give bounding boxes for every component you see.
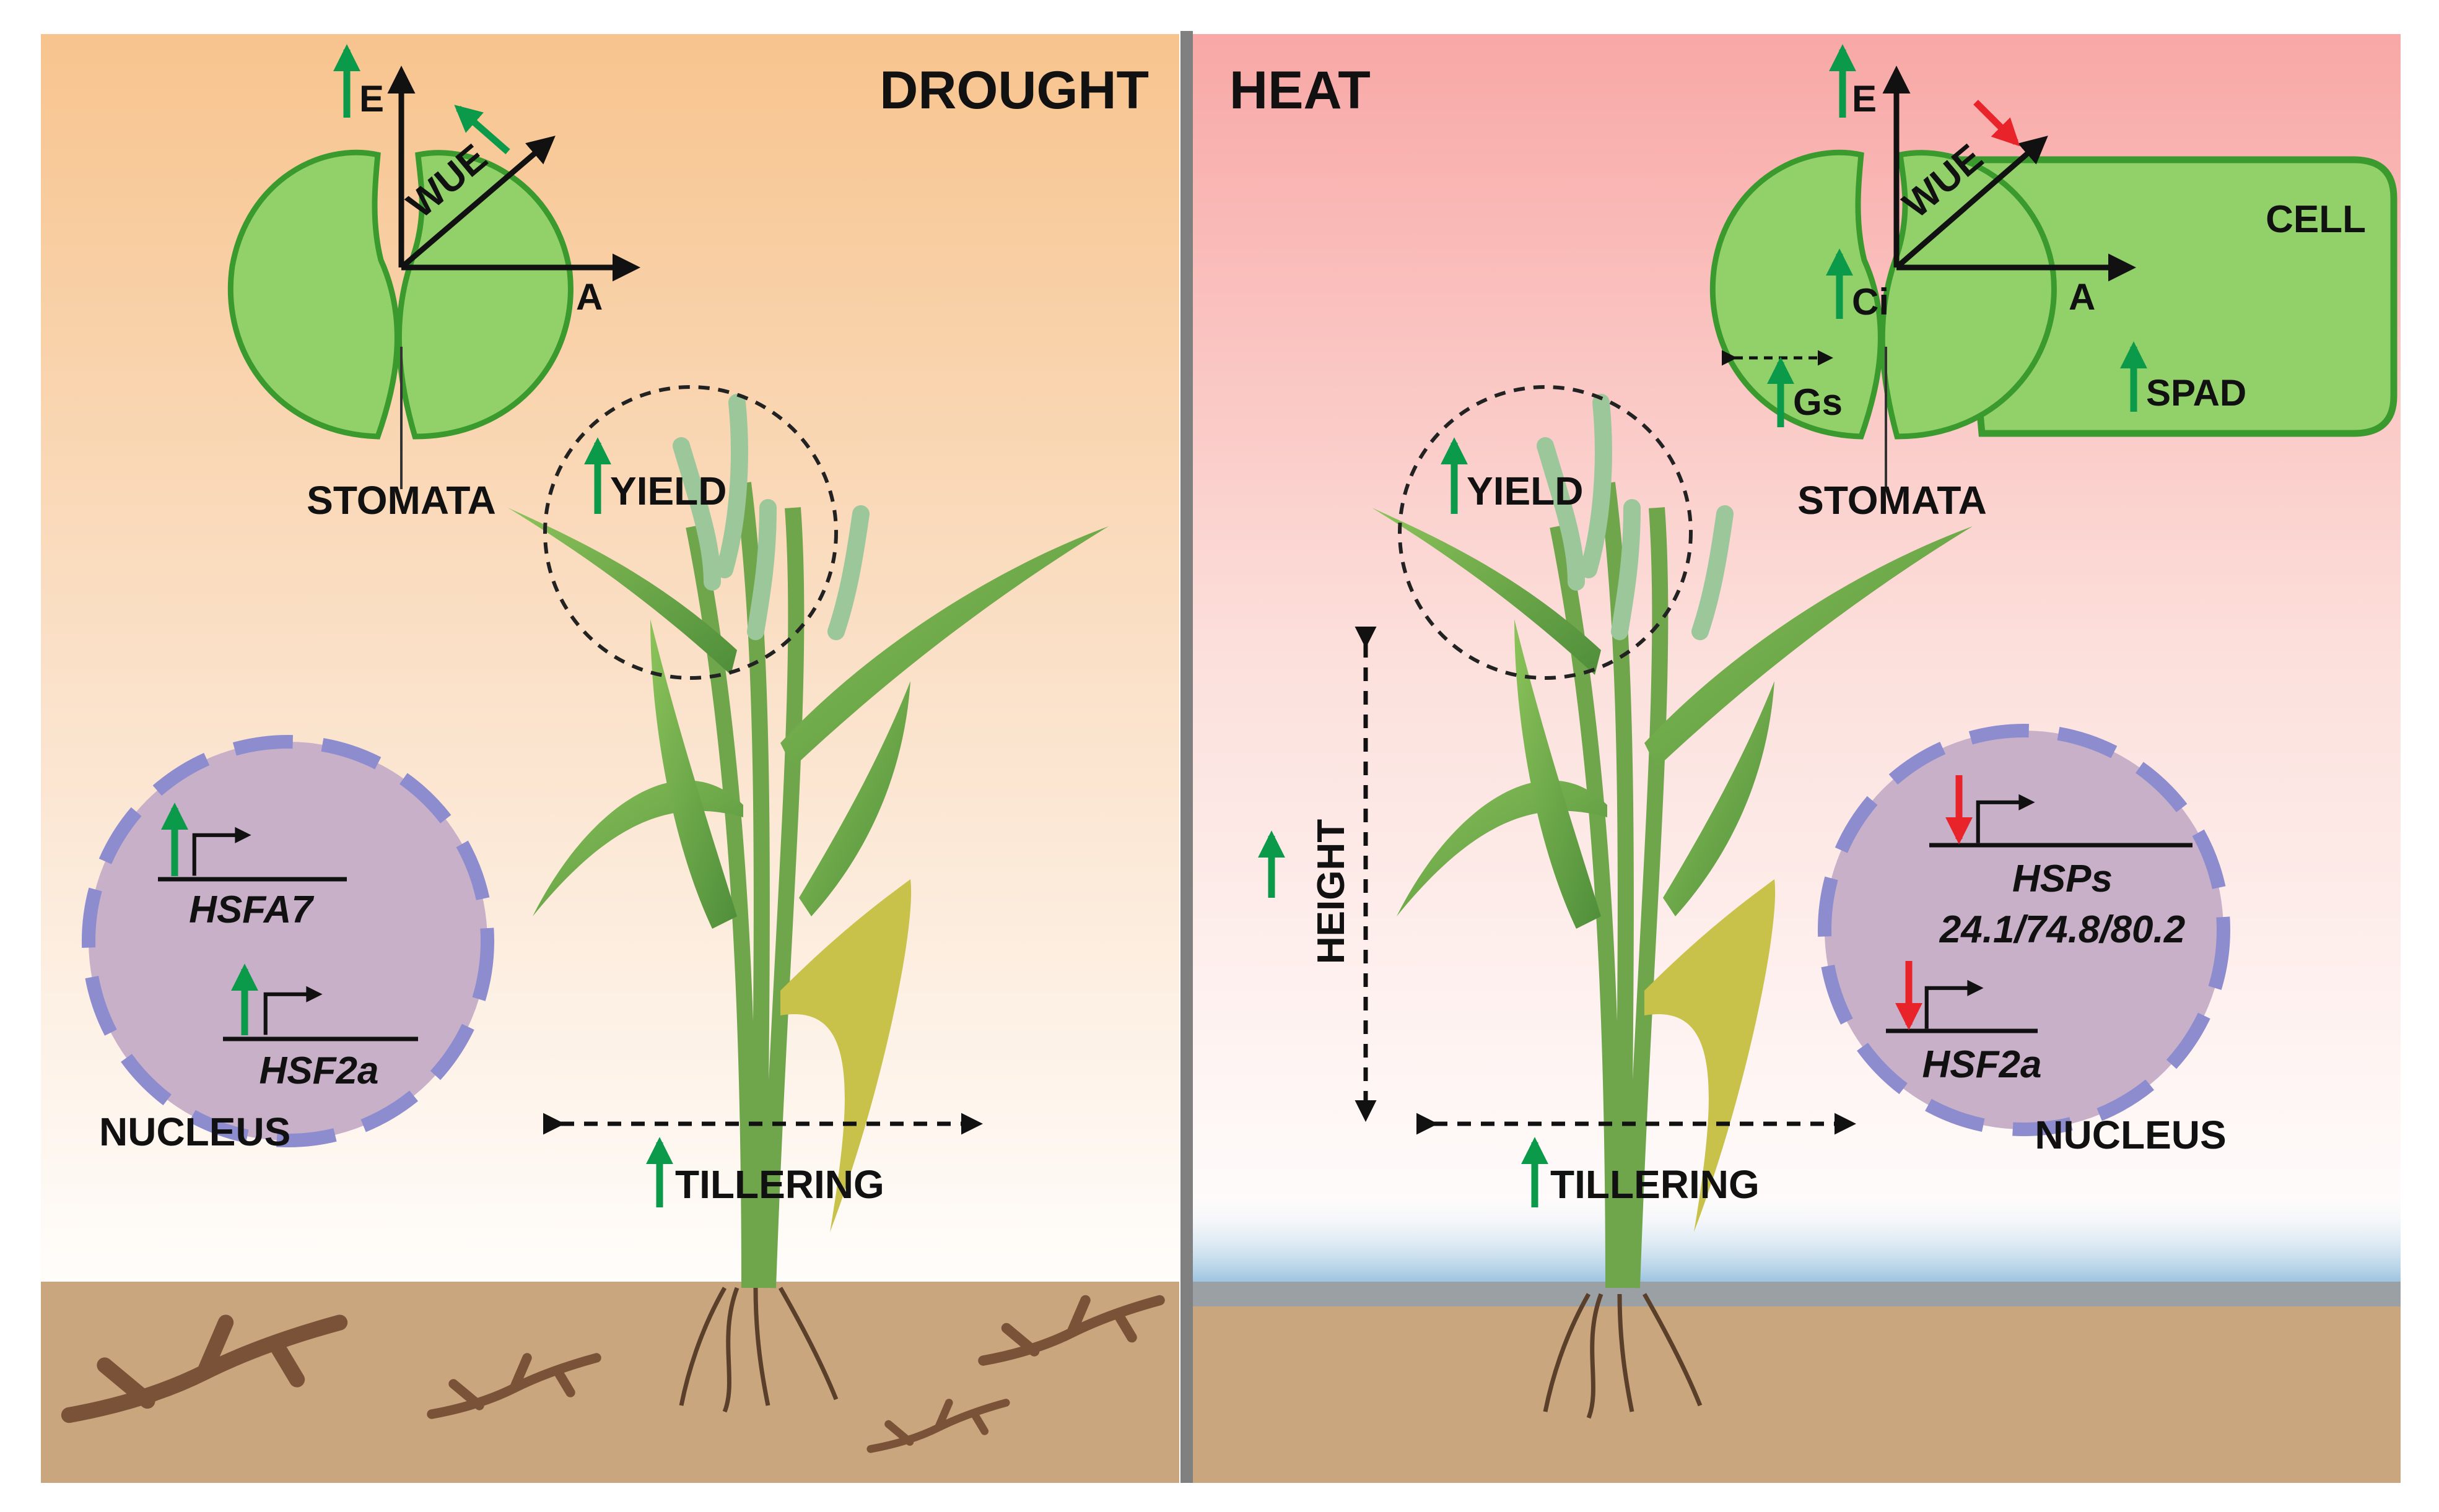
drought-plant bbox=[508, 394, 1109, 1413]
axis-a-label: A bbox=[2069, 276, 2095, 318]
axis-a-label: A bbox=[576, 276, 603, 318]
nucleus-label: NUCLEUS bbox=[99, 1110, 290, 1154]
drought-title: DROUGHT bbox=[879, 61, 1149, 120]
axis-wue bbox=[399, 136, 556, 270]
cell-label: CELL bbox=[2266, 198, 2366, 241]
nucleus-label: NUCLEUS bbox=[2035, 1113, 2226, 1157]
tillering-label: TILLERING bbox=[675, 1162, 884, 1207]
heat-cell: CELL SPAD bbox=[1953, 156, 2398, 437]
drought-stomata: STOMATA E A WUE bbox=[227, 44, 640, 523]
gene-hsps: HSPs bbox=[2012, 858, 2113, 900]
heat-title: HEAT bbox=[1229, 61, 1371, 120]
yield-circle bbox=[1398, 385, 1693, 680]
heat-soil-edge bbox=[1193, 1282, 2401, 1306]
wue-up-arrow bbox=[454, 105, 510, 155]
yield-circle bbox=[543, 385, 838, 680]
axis-wue bbox=[1895, 136, 2048, 270]
yield-label: YIELD bbox=[1467, 469, 1583, 513]
gene-hsps-detail: 24.1/74.8/80.2 bbox=[1939, 908, 2185, 951]
wue-down-arrow bbox=[1973, 100, 2020, 147]
gs-label: Gs bbox=[1793, 381, 1843, 423]
drought-soil bbox=[41, 1282, 1179, 1483]
gene-hsf2a: HSF2a bbox=[1922, 1043, 2042, 1086]
panel-divider bbox=[1180, 31, 1193, 1483]
height-label: HEIGHT bbox=[1310, 819, 1353, 964]
drought-panel: DROUGHT STOMATA E A WUE bbox=[41, 34, 1179, 1483]
stomata-label: STOMATA bbox=[307, 478, 496, 523]
heat-water bbox=[1193, 1189, 2401, 1282]
yield-label: YIELD bbox=[610, 469, 726, 513]
guard-cell-left bbox=[227, 149, 400, 440]
stomata-label: STOMATA bbox=[1797, 478, 1987, 523]
ci-label: Ci bbox=[1852, 281, 1889, 323]
heat-soil bbox=[1193, 1306, 2401, 1483]
gene-hsfa7: HSFA7 bbox=[189, 889, 314, 931]
gene-hsf2a: HSF2a bbox=[260, 1049, 379, 1092]
axis-e-label: E bbox=[1852, 78, 1877, 119]
heat-stomata: STOMATA E A WUE Ci Gs bbox=[1709, 44, 2136, 523]
spad-label: SPAD bbox=[2146, 372, 2246, 414]
heat-plant bbox=[1372, 394, 1973, 1419]
axis-e-label: E bbox=[359, 78, 384, 119]
drought-nucleus: HSFA7 HSF2a NUCLEUS bbox=[82, 735, 494, 1154]
tillering-label: TILLERING bbox=[1550, 1162, 1760, 1207]
heat-panel: HEAT CELL SPAD STOMATA E A WUE Ci bbox=[1193, 34, 2401, 1483]
guard-cell-right bbox=[396, 150, 574, 440]
heat-nucleus: HSPs 24.1/74.8/80.2 HSF2a NUCLEUS bbox=[1818, 724, 2230, 1157]
